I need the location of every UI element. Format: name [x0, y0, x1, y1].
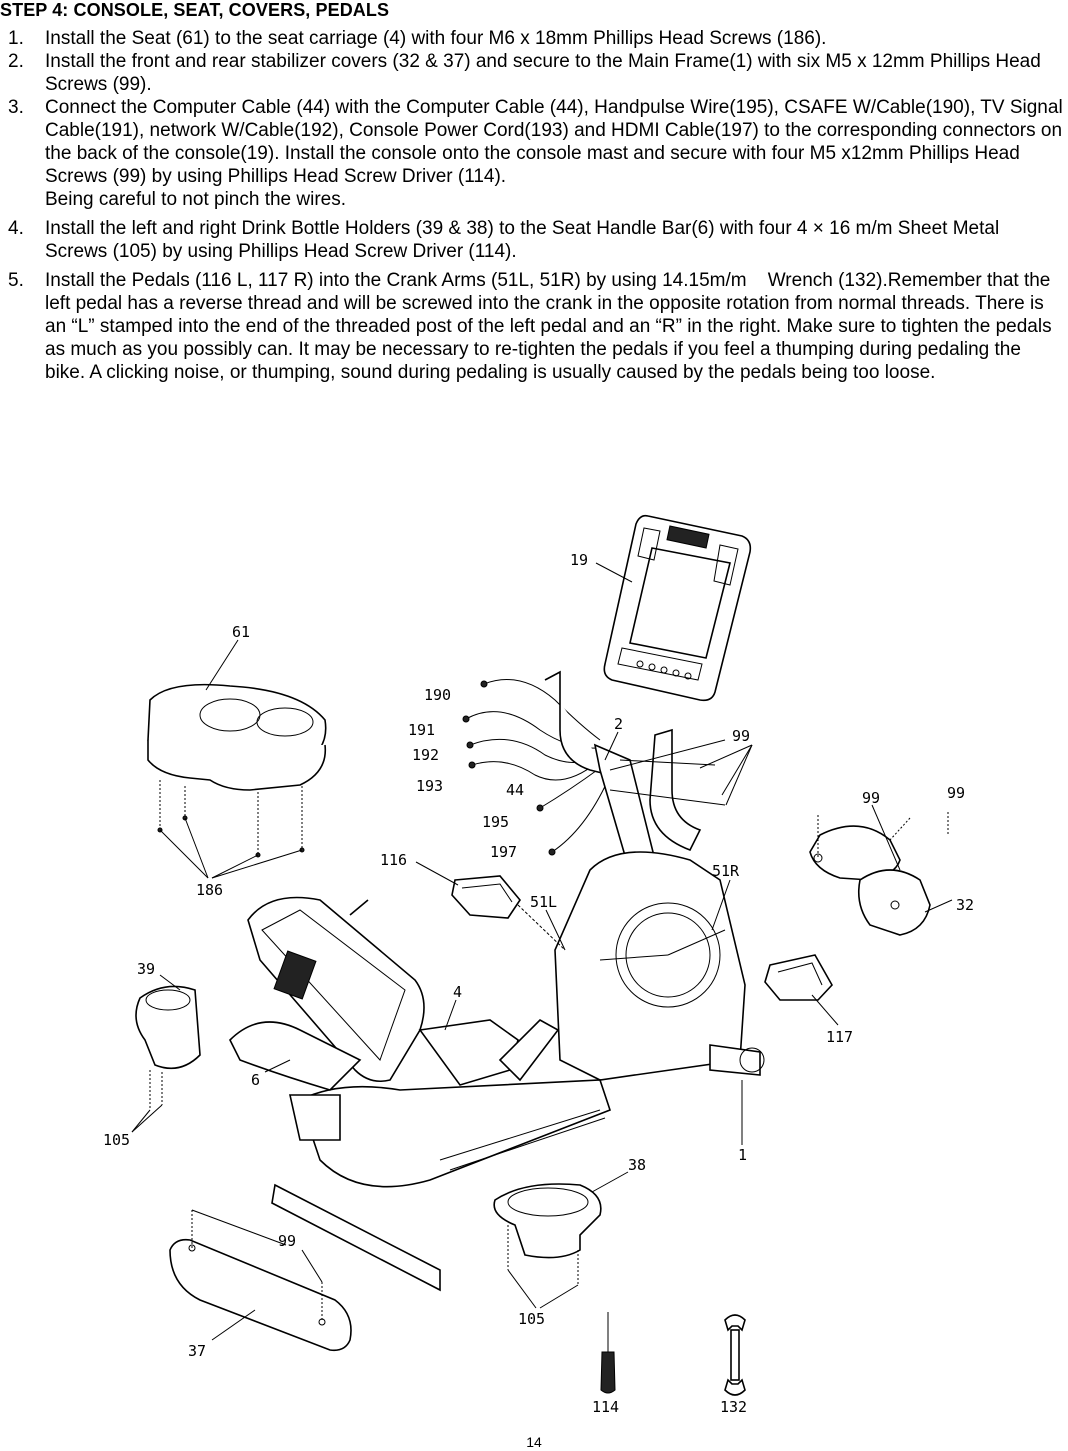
- step-number: 2.: [8, 51, 24, 72]
- step-3: 3. Connect the Computer Cable (44) with …: [8, 96, 1064, 211]
- callout-crank-left: 51L: [530, 893, 557, 911]
- left-bottle-holder-illustration: [135, 985, 201, 1110]
- callout-front-cover: 32: [956, 896, 974, 914]
- callout-labels: 19 61 190 191 192 193 44 195 197 2 99 99…: [103, 551, 974, 1416]
- step-number: 4.: [8, 218, 24, 239]
- page-number: 14: [526, 1434, 542, 1450]
- callout-rear-cover: 37: [188, 1342, 206, 1360]
- callout-right-holder-screws: 105: [518, 1310, 545, 1328]
- step-number: 1.: [8, 28, 24, 49]
- callout-cover-screw-b: 99: [947, 784, 965, 802]
- main-frame-illustration: [271, 851, 765, 1292]
- cable-bundle-illustration: [462, 679, 609, 856]
- left-pedal-illustration: [451, 875, 566, 951]
- console-illustration: [603, 514, 752, 702]
- right-pedal-illustration: [764, 954, 833, 1001]
- step-note: Being careful to not pinch the wires.: [45, 189, 347, 210]
- callout-pedal-right: 117: [826, 1028, 853, 1046]
- exploded-assembly-diagram: 19 61 190 191 192 193 44 195 197 2 99 99…: [103, 514, 974, 1416]
- step-text: Install the left and right Drink Bottle …: [45, 218, 1000, 262]
- callout-bottle-holder-left: 39: [137, 960, 155, 978]
- step-5: 5. Install the Pedals (116 L, 117 R) int…: [8, 269, 1064, 384]
- seat-back-illustration: [229, 896, 560, 1091]
- callout-seat: 61: [232, 623, 250, 641]
- callout-rear-cover-screws: 99: [278, 1232, 296, 1250]
- step-text: Install the front and rear stabilizer co…: [45, 51, 1041, 95]
- step-number: 3.: [8, 97, 24, 118]
- callout-csafe-cable: 190: [424, 686, 451, 704]
- callout-carriage: 4: [453, 983, 462, 1001]
- callout-seat-handle-bar: 6: [251, 1071, 260, 1089]
- seat-cushion-illustration: [147, 683, 327, 858]
- callout-handlebar: 2: [614, 715, 623, 733]
- step-text: Connect the Computer Cable (44) with the…: [45, 97, 1063, 187]
- step-2: 2. Install the front and rear stabilizer…: [8, 50, 1064, 96]
- callout-console: 19: [570, 551, 588, 569]
- callout-tv-cable: 191: [408, 721, 435, 739]
- callout-cover-screw-a: 99: [862, 789, 880, 807]
- rear-cover-illustration: [169, 1210, 352, 1352]
- callout-pedal-left: 116: [380, 851, 407, 869]
- instruction-list: 1. Install the Seat (61) to the seat car…: [8, 27, 1064, 384]
- callout-wrench: 132: [720, 1398, 747, 1416]
- callout-left-holder-screws: 105: [103, 1131, 130, 1149]
- wrench-illustration: [724, 1314, 746, 1396]
- callout-hdmi-cable: 197: [490, 843, 517, 861]
- callout-crank-right: 51R: [712, 862, 740, 880]
- callout-seat-screws: 186: [196, 881, 223, 899]
- front-cover-illustration: [809, 812, 949, 936]
- step-number: 5.: [8, 270, 24, 291]
- callout-screwdriver: 114: [592, 1398, 619, 1416]
- callout-handpulse-wire: 195: [482, 813, 509, 831]
- step-1: 1. Install the Seat (61) to the seat car…: [8, 27, 1064, 50]
- callout-power-cord: 193: [416, 777, 443, 795]
- step-text: Install the Pedals (116 L, 117 R) into t…: [45, 270, 1052, 383]
- callout-console-screws: 99: [732, 727, 750, 745]
- step-4: 4. Install the left and right Drink Bott…: [8, 217, 1064, 263]
- callout-main-frame: 1: [738, 1146, 747, 1164]
- screwdriver-illustration: [600, 1312, 616, 1394]
- leader-lines: [131, 562, 953, 1341]
- callout-bottle-holder-right: 38: [628, 1156, 646, 1174]
- callout-computer-cable: 44: [506, 781, 524, 799]
- step-text: Install the Seat (61) to the seat carria…: [45, 28, 827, 49]
- step-heading: STEP 4: CONSOLE, SEAT, COVERS, PEDALS: [0, 0, 390, 20]
- right-bottle-holder-illustration: [493, 1183, 602, 1285]
- callout-network-cable: 192: [412, 746, 439, 764]
